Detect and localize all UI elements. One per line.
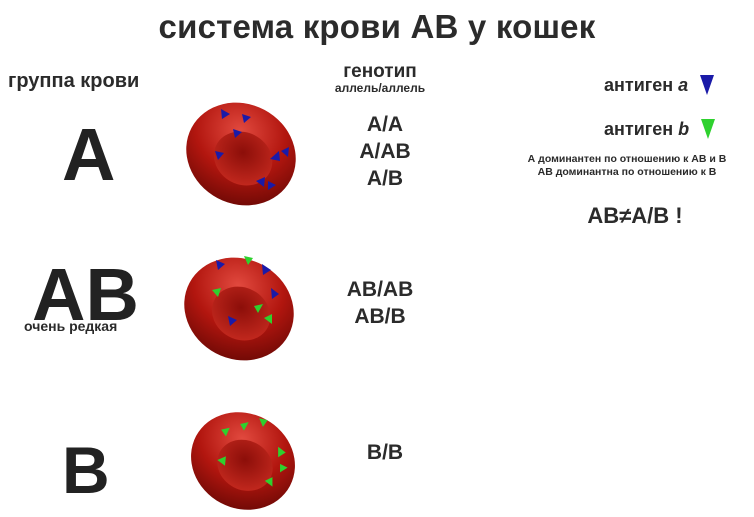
antigen-b-letter: b — [678, 119, 689, 139]
antigen-a-prefix: антиген — [604, 75, 673, 95]
genotype-item: A/B — [325, 165, 445, 192]
antigen-b-prefix: антиген — [604, 119, 673, 139]
genotype-item: A/AB — [325, 138, 445, 165]
blood-group-header: группа крови — [8, 70, 139, 93]
genotype-item: AB/B — [320, 303, 440, 330]
genotype-header-label: генотип — [343, 61, 417, 82]
genotype-item: A/A — [325, 111, 445, 138]
genotype-item: AB/AB — [320, 276, 440, 303]
genotype-header: генотип аллель/аллель — [300, 62, 460, 95]
rare-note: очень редкая — [24, 318, 117, 334]
antigen-a-legend: антиген a — [604, 74, 715, 96]
dominance-note-line: АВ доминантна по отношению к В — [500, 166, 754, 179]
red-blood-cell-icon — [180, 405, 306, 517]
antigen-b-legend: антиген b — [604, 118, 716, 140]
red-blood-cell-icon — [178, 95, 304, 213]
genotype-header-sub: аллель/аллель — [300, 81, 460, 95]
genotype-item: B/B — [325, 439, 445, 466]
blood-group-a-label: A — [62, 112, 115, 197]
genotype-list-a: A/A A/AB A/B — [325, 111, 445, 192]
dominance-note-line: А доминантен по отношению к АВ и В — [500, 153, 754, 166]
antigen-a-letter: a — [678, 75, 688, 95]
dominance-note: А доминантен по отношению к АВ и В АВ до… — [500, 153, 754, 179]
page-title: система крови АВ у кошек — [0, 8, 754, 46]
antigen-a-triangle-icon — [699, 74, 715, 96]
genotype-list-ab: AB/AB AB/B — [320, 276, 440, 330]
inequality-statement: AB≠A/B ! — [560, 203, 710, 229]
blood-group-b-label: B — [62, 432, 110, 508]
genotype-list-b: B/B — [325, 439, 445, 466]
red-blood-cell-icon — [176, 250, 302, 368]
antigen-b-triangle-icon — [700, 118, 716, 140]
